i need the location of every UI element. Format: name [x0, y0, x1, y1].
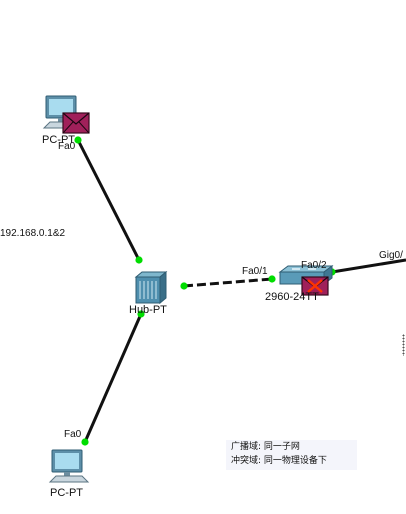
cable-pc-top-to-hub[interactable] [76, 139, 141, 261]
link-light-pc-top [74, 136, 82, 144]
link-light-hub-top [135, 256, 143, 264]
switch-port-fa0-2-label: Fa0/2 [301, 260, 327, 271]
pdu-envelope-top[interactable] [62, 112, 90, 134]
note-box[interactable]: 广播域: 同一子网 冲突域: 同一物理设备下 [226, 440, 357, 470]
cable-hub-to-pc-bottom[interactable] [83, 313, 143, 443]
pc-top-port-label: Fa0 [58, 141, 76, 152]
note-line-collision: 冲突域: 同一物理设备下 [231, 456, 327, 466]
link-light-switch-fa0-1 [268, 275, 276, 283]
link-light-pc-bottom [81, 438, 89, 446]
envelope-failed-icon [301, 276, 329, 296]
hub[interactable] [134, 270, 168, 305]
pc-top-label: PC-PT [42, 134, 75, 146]
pc-bottom-port-label: Fa0 [64, 429, 82, 440]
cable-hub-to-switch[interactable] [183, 277, 273, 288]
gig-port-label: Gig0/ [379, 250, 403, 261]
hub-icon [134, 270, 168, 305]
switch-label: 2960-24TT [265, 291, 319, 303]
ip-range-label: 192.168.0.1&2 [0, 228, 66, 239]
hub-label: Hub-PT [129, 304, 167, 316]
link-light-hub-right [180, 282, 188, 290]
pc-bottom-label: PC-PT [50, 487, 83, 499]
switch-port-fa0-1-label: Fa0/1 [242, 266, 268, 277]
pc-icon [48, 449, 90, 483]
note-line-broadcast: 广播域: 同一子网 [231, 442, 300, 452]
cable-switch-to-gig[interactable] [331, 258, 406, 274]
envelope-icon [62, 112, 90, 134]
pc-bottom[interactable] [48, 448, 90, 488]
pdu-envelope-switch[interactable] [301, 276, 329, 296]
offscreen-device-edge [402, 334, 405, 356]
link-light-hub-bottom [137, 310, 145, 318]
